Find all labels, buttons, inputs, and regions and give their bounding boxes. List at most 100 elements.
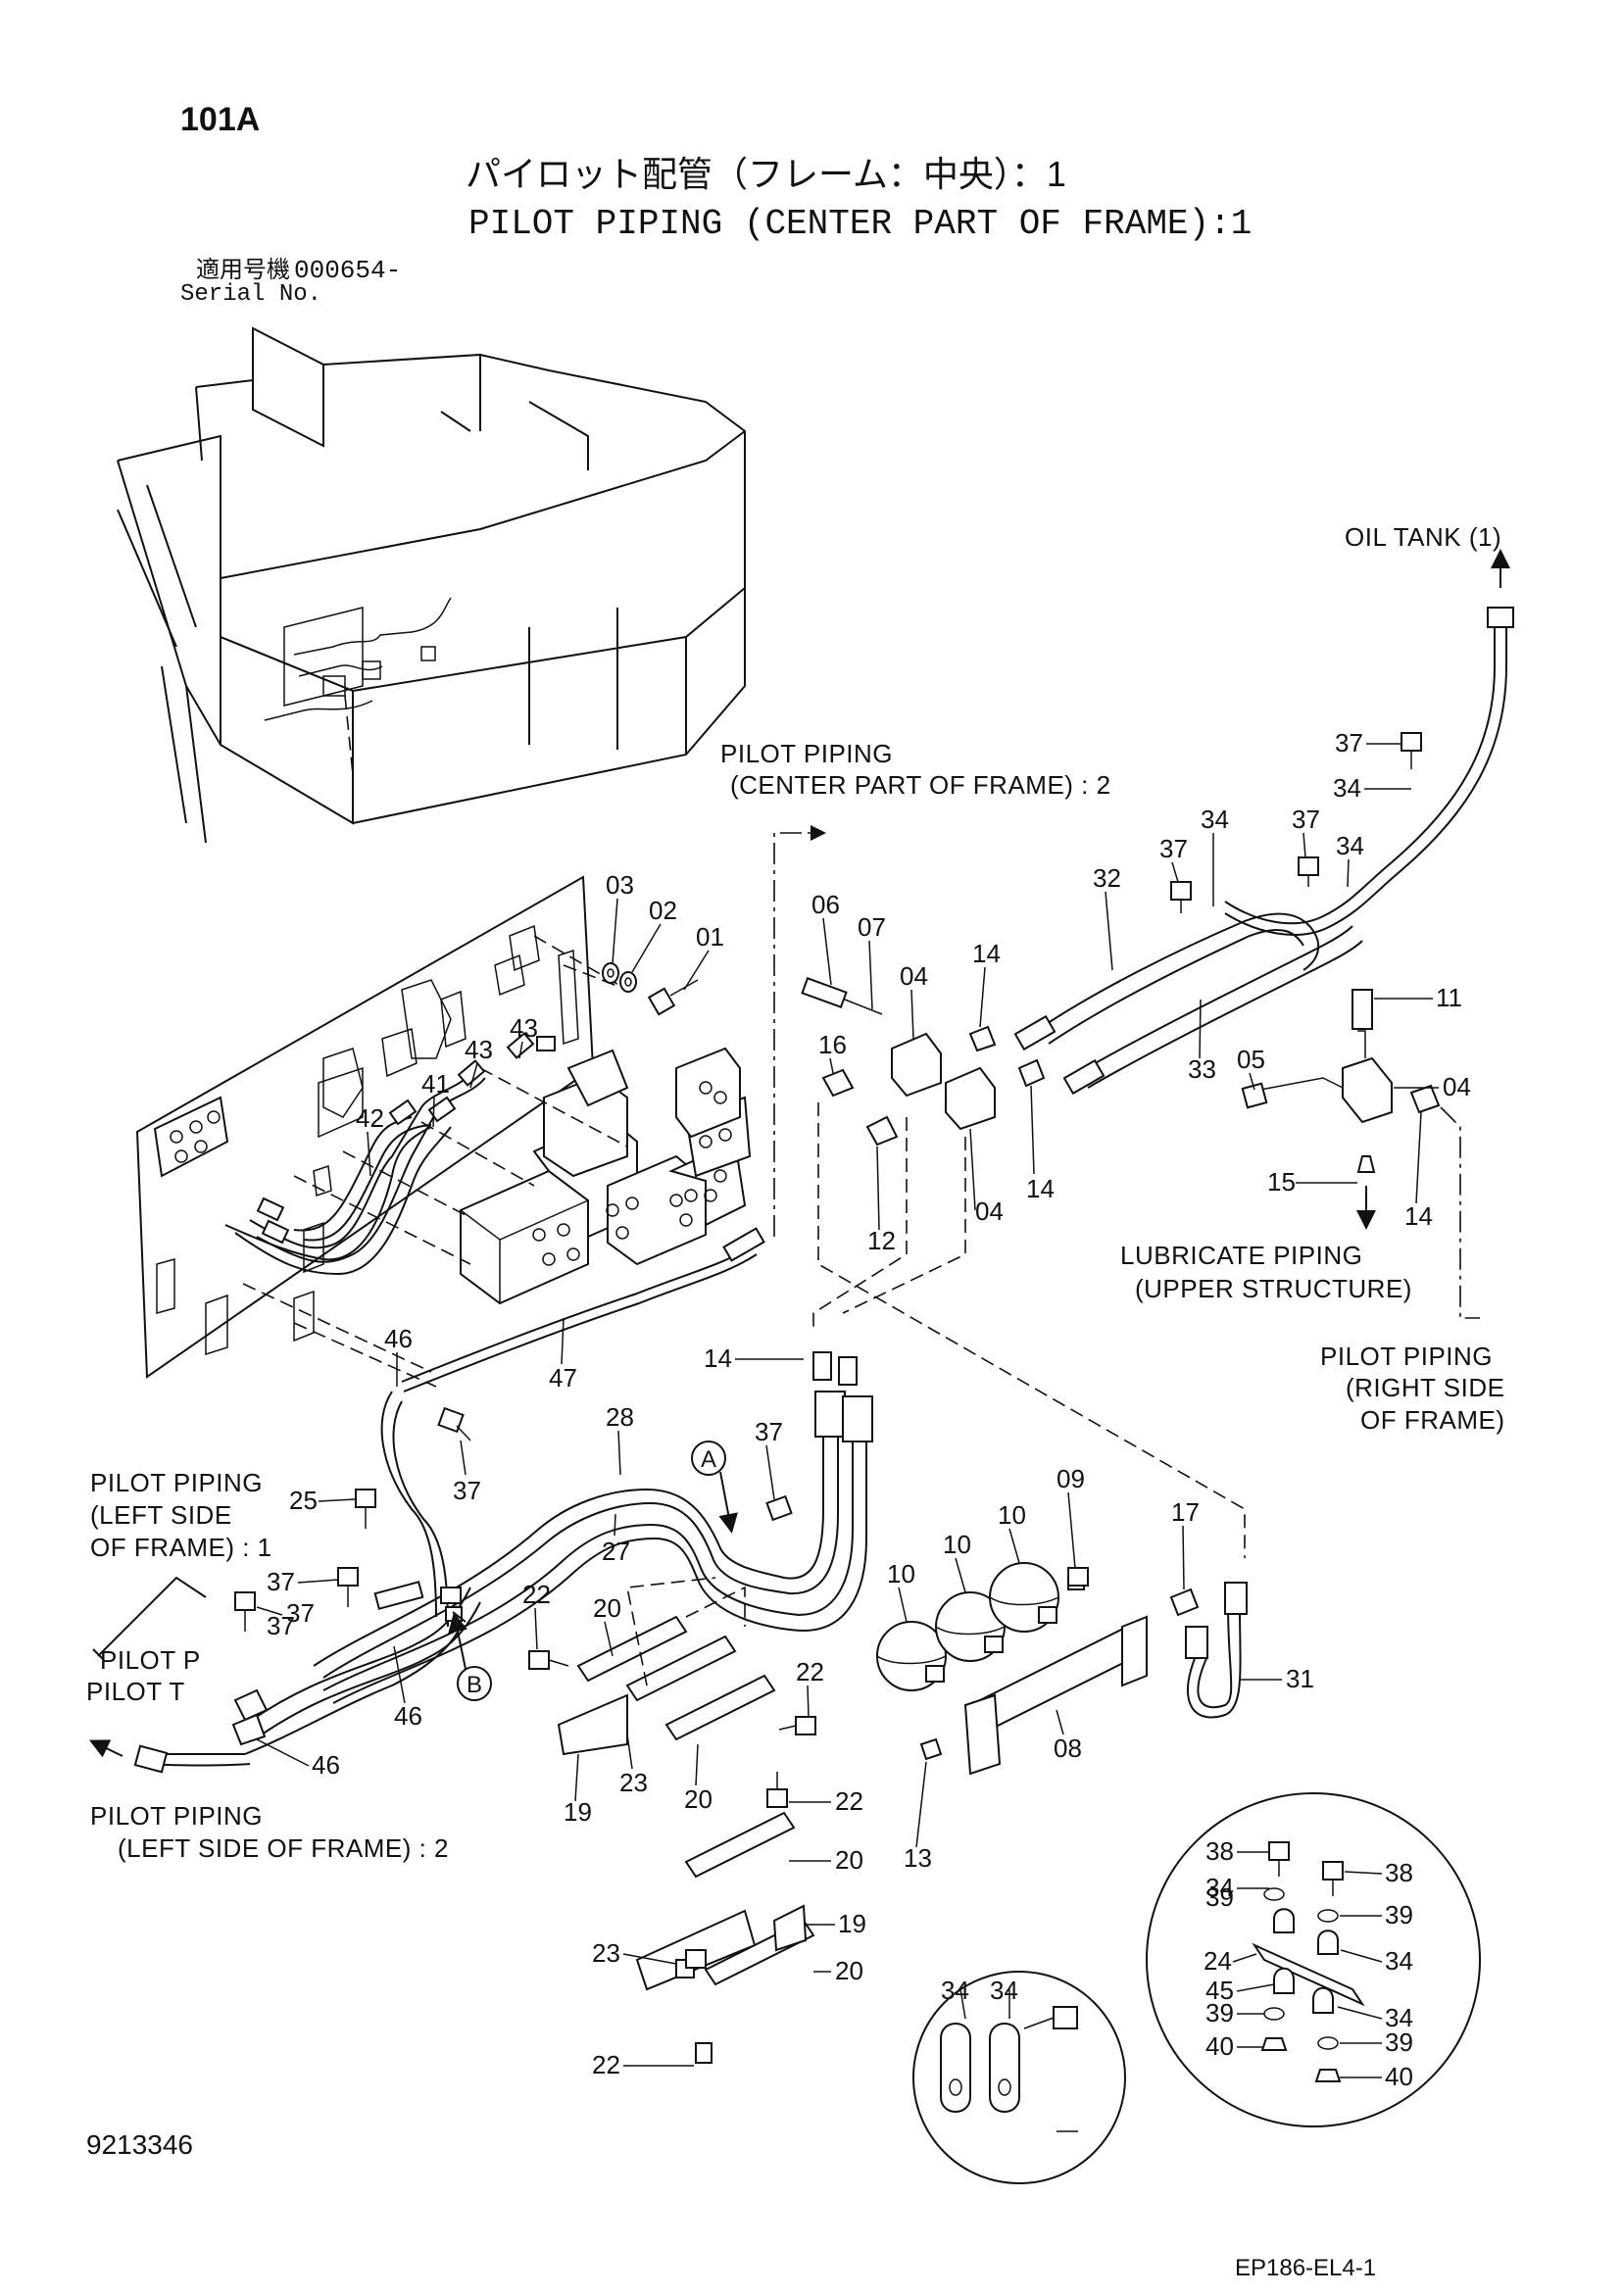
callout-10-a: 10 — [887, 1559, 915, 1623]
callout-04-a: 04 — [900, 961, 928, 1040]
callout-19-a: 19 — [564, 1753, 592, 1827]
callout-28: 28 — [606, 1402, 634, 1476]
callout-47: 47 — [549, 1317, 577, 1392]
route-to-right-side — [1440, 1106, 1480, 1319]
callout-39-d: 39 — [1340, 2027, 1413, 2057]
callout-24: 24 — [1204, 1946, 1257, 1976]
callout-37-a: 37 — [1335, 728, 1401, 757]
washer-03-icon — [602, 962, 619, 984]
bolt-icons — [234, 732, 1422, 1969]
callout-34-g: 34 — [941, 1976, 969, 2005]
svg-text:17: 17 — [1171, 1497, 1200, 1527]
svg-text:02: 02 — [649, 896, 677, 925]
callout-46-b: 46 — [393, 1645, 422, 1731]
svg-text:07: 07 — [858, 912, 886, 942]
svg-text:OF FRAME): OF FRAME) — [1360, 1405, 1505, 1435]
svg-text:10: 10 — [943, 1530, 971, 1559]
svg-text:13: 13 — [904, 1843, 932, 1873]
callout-09: 09 — [1057, 1464, 1085, 1569]
svg-text:(LEFT SIDE: (LEFT SIDE — [90, 1500, 232, 1530]
svg-text:34: 34 — [1385, 1946, 1413, 1976]
bracket-08 — [963, 1615, 1148, 1776]
svg-text:08: 08 — [1054, 1734, 1082, 1763]
callout-10-c: 10 — [998, 1500, 1026, 1564]
solenoid-valve-block — [153, 1096, 229, 1178]
svg-text:15: 15 — [1267, 1167, 1296, 1197]
bracket-group-19-20 — [557, 1577, 776, 1756]
svg-text:34: 34 — [1333, 773, 1361, 803]
svg-text:20: 20 — [684, 1784, 713, 1814]
pilot-pt-label: PILOT P PILOT T — [86, 1645, 200, 1706]
callout-32: 32 — [1093, 863, 1121, 971]
callout-04-c: 04 — [1394, 1072, 1471, 1101]
serial-label-japanese: 適用号機 — [196, 257, 290, 283]
svg-text:42: 42 — [356, 1103, 384, 1133]
svg-text:PILOT PIPING: PILOT PIPING — [720, 739, 893, 768]
washer-02-icon — [619, 971, 637, 993]
svg-text:34: 34 — [1201, 805, 1229, 834]
svg-text:37: 37 — [755, 1417, 783, 1446]
svg-text:31: 31 — [1286, 1664, 1314, 1693]
callout-43-a: 43 — [465, 1035, 493, 1089]
callout-37-c: 37 — [1292, 805, 1320, 858]
callout-38-b: 38 — [1344, 1858, 1413, 1887]
frame-overview-illustration — [117, 326, 746, 844]
svg-text:46: 46 — [384, 1324, 413, 1353]
callout-14-c: 14 — [1404, 1111, 1433, 1231]
svg-text:43: 43 — [465, 1035, 493, 1064]
svg-text:37: 37 — [1335, 728, 1363, 757]
svg-text:14: 14 — [1026, 1174, 1055, 1203]
svg-text:33: 33 — [1188, 1054, 1216, 1084]
lubricate-piping-label: LUBRICATE PIPING (UPPER STRUCTURE) — [1120, 1241, 1411, 1303]
svg-text:39: 39 — [1385, 2027, 1413, 2057]
svg-text:OIL TANK (1): OIL TANK (1) — [1345, 522, 1501, 552]
part-callouts: 01 02 03 04 04 04 05 06 07 08 09 10 10 1… — [256, 728, 1471, 2091]
callout-37-h: 37 — [267, 1611, 295, 1640]
svg-text:22: 22 — [522, 1580, 551, 1609]
svg-text:(CENTER PART OF FRAME) : 2: (CENTER PART OF FRAME) : 2 — [730, 770, 1111, 800]
header: 101A パイロット配管（フレーム：中央）：1 PILOT PIPING (CE… — [180, 101, 1252, 308]
callout-37-b: 37 — [1159, 834, 1188, 883]
callout-14-b: 14 — [1026, 1085, 1055, 1203]
callout-22-a: 22 — [522, 1580, 551, 1650]
serial-label-english: Serial No. — [180, 281, 321, 308]
title-japanese: パイロット配管（フレーム：中央）：1 — [466, 154, 1066, 194]
svg-text:12: 12 — [867, 1226, 896, 1255]
callout-46-a: 46 — [384, 1324, 413, 1387]
callout-01: 01 — [683, 922, 724, 991]
svg-text:37: 37 — [286, 1598, 315, 1628]
callout-37-d: 37 — [453, 1440, 481, 1505]
svg-text:37: 37 — [1292, 805, 1320, 834]
callout-34-d: 34 — [1205, 1873, 1269, 1902]
block-04-assembly — [1241, 989, 1441, 1230]
callout-34-a: 34 — [1333, 773, 1411, 803]
svg-text:40: 40 — [1205, 2031, 1234, 2061]
title-english: PILOT PIPING (CENTER PART OF FRAME):1 — [468, 204, 1252, 244]
left-side-2-label: PILOT PIPING (LEFT SIDE OF FRAME) : 2 — [88, 1739, 449, 1863]
svg-text:LUBRICATE PIPING: LUBRICATE PIPING — [1120, 1241, 1362, 1270]
svg-text:38: 38 — [1385, 1858, 1413, 1887]
svg-text:39: 39 — [1385, 1900, 1413, 1930]
svg-text:11: 11 — [1436, 983, 1462, 1012]
pilot-pt-fittings — [133, 1626, 462, 1774]
svg-text:04: 04 — [975, 1197, 1004, 1226]
callout-22-c: 22 — [789, 1786, 863, 1816]
right-side-label: PILOT PIPING (RIGHT SIDE OF FRAME) — [1320, 1342, 1505, 1435]
svg-text:39: 39 — [1205, 1998, 1234, 2027]
callout-10-b: 10 — [943, 1530, 971, 1593]
callout-19-b: 19 — [806, 1909, 866, 1938]
svg-text:PILOT PIPING: PILOT PIPING — [90, 1468, 263, 1497]
callout-39-c: 39 — [1205, 1998, 1264, 2027]
callout-38-a: 38 — [1205, 1836, 1269, 1866]
callout-12: 12 — [867, 1146, 896, 1255]
hose-46 — [380, 1391, 437, 1618]
callout-42: 42 — [356, 1103, 384, 1177]
svg-text:41: 41 — [421, 1069, 450, 1099]
svg-text:46: 46 — [312, 1750, 340, 1780]
bolt-01-icon — [647, 979, 699, 1016]
marker-a: A — [691, 1441, 738, 1534]
svg-text:14: 14 — [704, 1343, 732, 1373]
callout-34-f: 34 — [1337, 2003, 1413, 2032]
svg-text:37: 37 — [267, 1611, 295, 1640]
svg-text:27: 27 — [602, 1537, 630, 1566]
